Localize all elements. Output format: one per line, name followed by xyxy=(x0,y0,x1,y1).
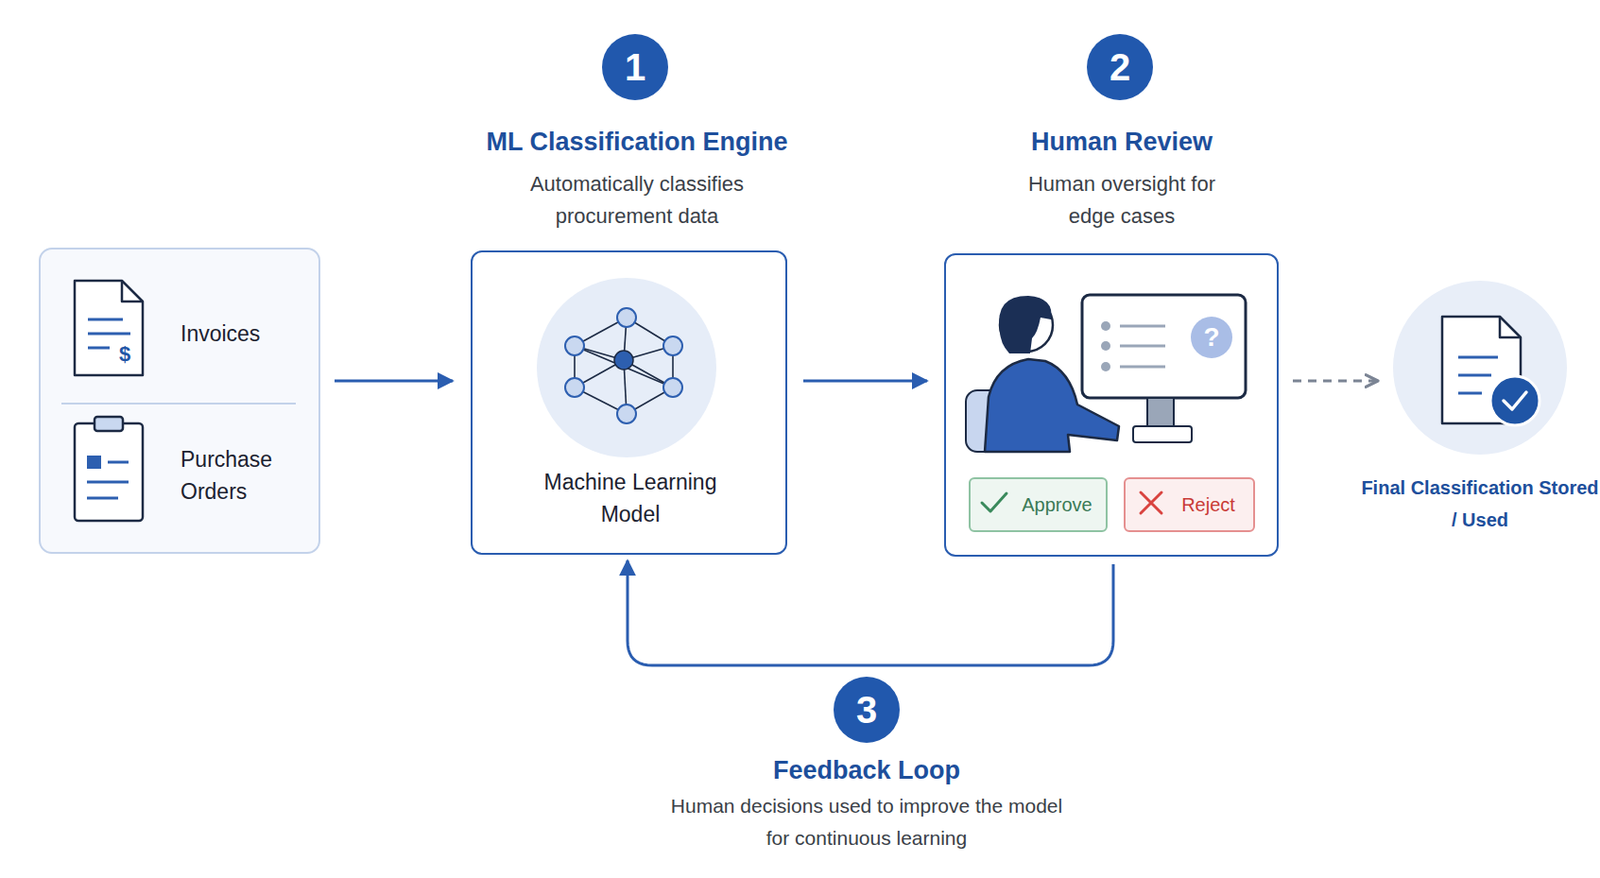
person-hair xyxy=(998,295,1051,354)
network-link xyxy=(623,317,627,361)
monitor-neck xyxy=(1147,397,1174,427)
document-outline xyxy=(74,280,143,376)
node-label: Machine Learning Model xyxy=(524,465,738,531)
output-label: Final Classification Stored / Used xyxy=(1359,471,1600,536)
network-link xyxy=(574,360,624,388)
list-line xyxy=(1119,344,1166,348)
clipboard-outline xyxy=(74,423,143,521)
person-head xyxy=(999,298,1053,352)
classified-document-icon xyxy=(1442,316,1540,426)
list-bullet xyxy=(1101,321,1111,331)
flow-arrow xyxy=(334,379,453,383)
network-node xyxy=(617,404,637,424)
approve-button: Approve xyxy=(968,477,1108,533)
list-bullet xyxy=(1101,341,1111,351)
step-circle xyxy=(602,34,669,101)
step-circle xyxy=(1086,34,1153,101)
network-link xyxy=(574,345,673,388)
step-title: Feedback Loop xyxy=(715,754,1018,787)
network-link xyxy=(573,345,576,388)
step-title: ML Classification Engine xyxy=(429,125,845,158)
text-line xyxy=(87,332,131,336)
text-line xyxy=(1458,392,1482,396)
text-line xyxy=(87,346,110,350)
callout-number: 2 xyxy=(1086,34,1153,101)
clipboard-clip xyxy=(94,416,123,431)
network-node xyxy=(565,378,585,397)
text-line xyxy=(107,461,129,465)
network-link xyxy=(574,317,627,346)
check-badge xyxy=(1490,376,1540,426)
document-outline xyxy=(1442,316,1521,424)
dashed-arrow xyxy=(1292,379,1378,383)
step-circle xyxy=(833,676,900,743)
step-description: Human oversight for edge cases xyxy=(1003,168,1240,233)
network-link xyxy=(574,387,627,414)
text-line xyxy=(86,481,129,484)
monitor-base xyxy=(1133,426,1192,443)
review-box: ApproveRejectHuman ReviewHuman oversight… xyxy=(944,253,1279,557)
network-node xyxy=(663,378,683,397)
network-link xyxy=(574,345,624,361)
list-line xyxy=(1119,365,1166,369)
callout-number: 1 xyxy=(602,34,669,101)
text-line xyxy=(1458,356,1498,360)
circle-outline xyxy=(1393,280,1567,455)
network-link xyxy=(623,360,673,388)
network-node xyxy=(614,350,634,370)
chair-back xyxy=(965,390,1034,452)
step-title: Human Review xyxy=(932,125,1311,158)
reject-button: Reject xyxy=(1123,477,1256,533)
document-fold xyxy=(1499,316,1521,338)
network-link xyxy=(626,387,673,414)
network-node xyxy=(565,336,585,356)
checkbox-square xyxy=(86,455,102,469)
text-line xyxy=(86,497,119,500)
network-link xyxy=(626,317,673,346)
invoice-icon xyxy=(74,280,143,376)
divider-line xyxy=(61,402,296,405)
flow-arrow xyxy=(803,379,928,383)
list-bullet xyxy=(1101,361,1111,372)
check-mark xyxy=(1503,392,1527,410)
question-badge xyxy=(1190,316,1233,359)
step-description: Human decisions used to improve the mode… xyxy=(663,790,1070,855)
network-nodes xyxy=(565,308,683,424)
person-body xyxy=(984,359,1119,452)
input-documents-box: InvoicesPurchase Orders xyxy=(38,247,321,554)
circle-shape xyxy=(1393,280,1567,455)
cross-icon xyxy=(1140,492,1162,514)
process-box: ML Classification EngineAutomatically cl… xyxy=(470,250,788,555)
network-links xyxy=(574,317,673,414)
network-node xyxy=(617,308,637,327)
network-link xyxy=(671,345,674,388)
feedback-arrow xyxy=(627,560,1114,666)
check-icon xyxy=(981,493,1007,512)
button-label: Reject xyxy=(1125,479,1254,531)
output-circle: Final Classification Stored / Used xyxy=(1393,280,1567,455)
list-line xyxy=(1119,325,1166,328)
purchase-order-icon xyxy=(74,416,143,521)
document-fold xyxy=(121,280,143,302)
node-label: Purchase Orders xyxy=(180,443,299,508)
callout-number: 3 xyxy=(833,676,900,743)
neural-network-icon xyxy=(536,277,717,458)
text-line xyxy=(1458,374,1492,378)
network-link xyxy=(623,360,627,414)
icon-backdrop xyxy=(536,277,717,458)
node-label: Invoices xyxy=(180,317,304,350)
text-line xyxy=(87,318,123,322)
network-link xyxy=(623,345,673,361)
step-description: Automatically classifies procurement dat… xyxy=(499,168,775,233)
monitor-screen xyxy=(1082,294,1246,398)
network-node xyxy=(663,336,683,356)
reviewer-illustration xyxy=(965,294,1246,452)
button-label: Approve xyxy=(970,479,1106,531)
